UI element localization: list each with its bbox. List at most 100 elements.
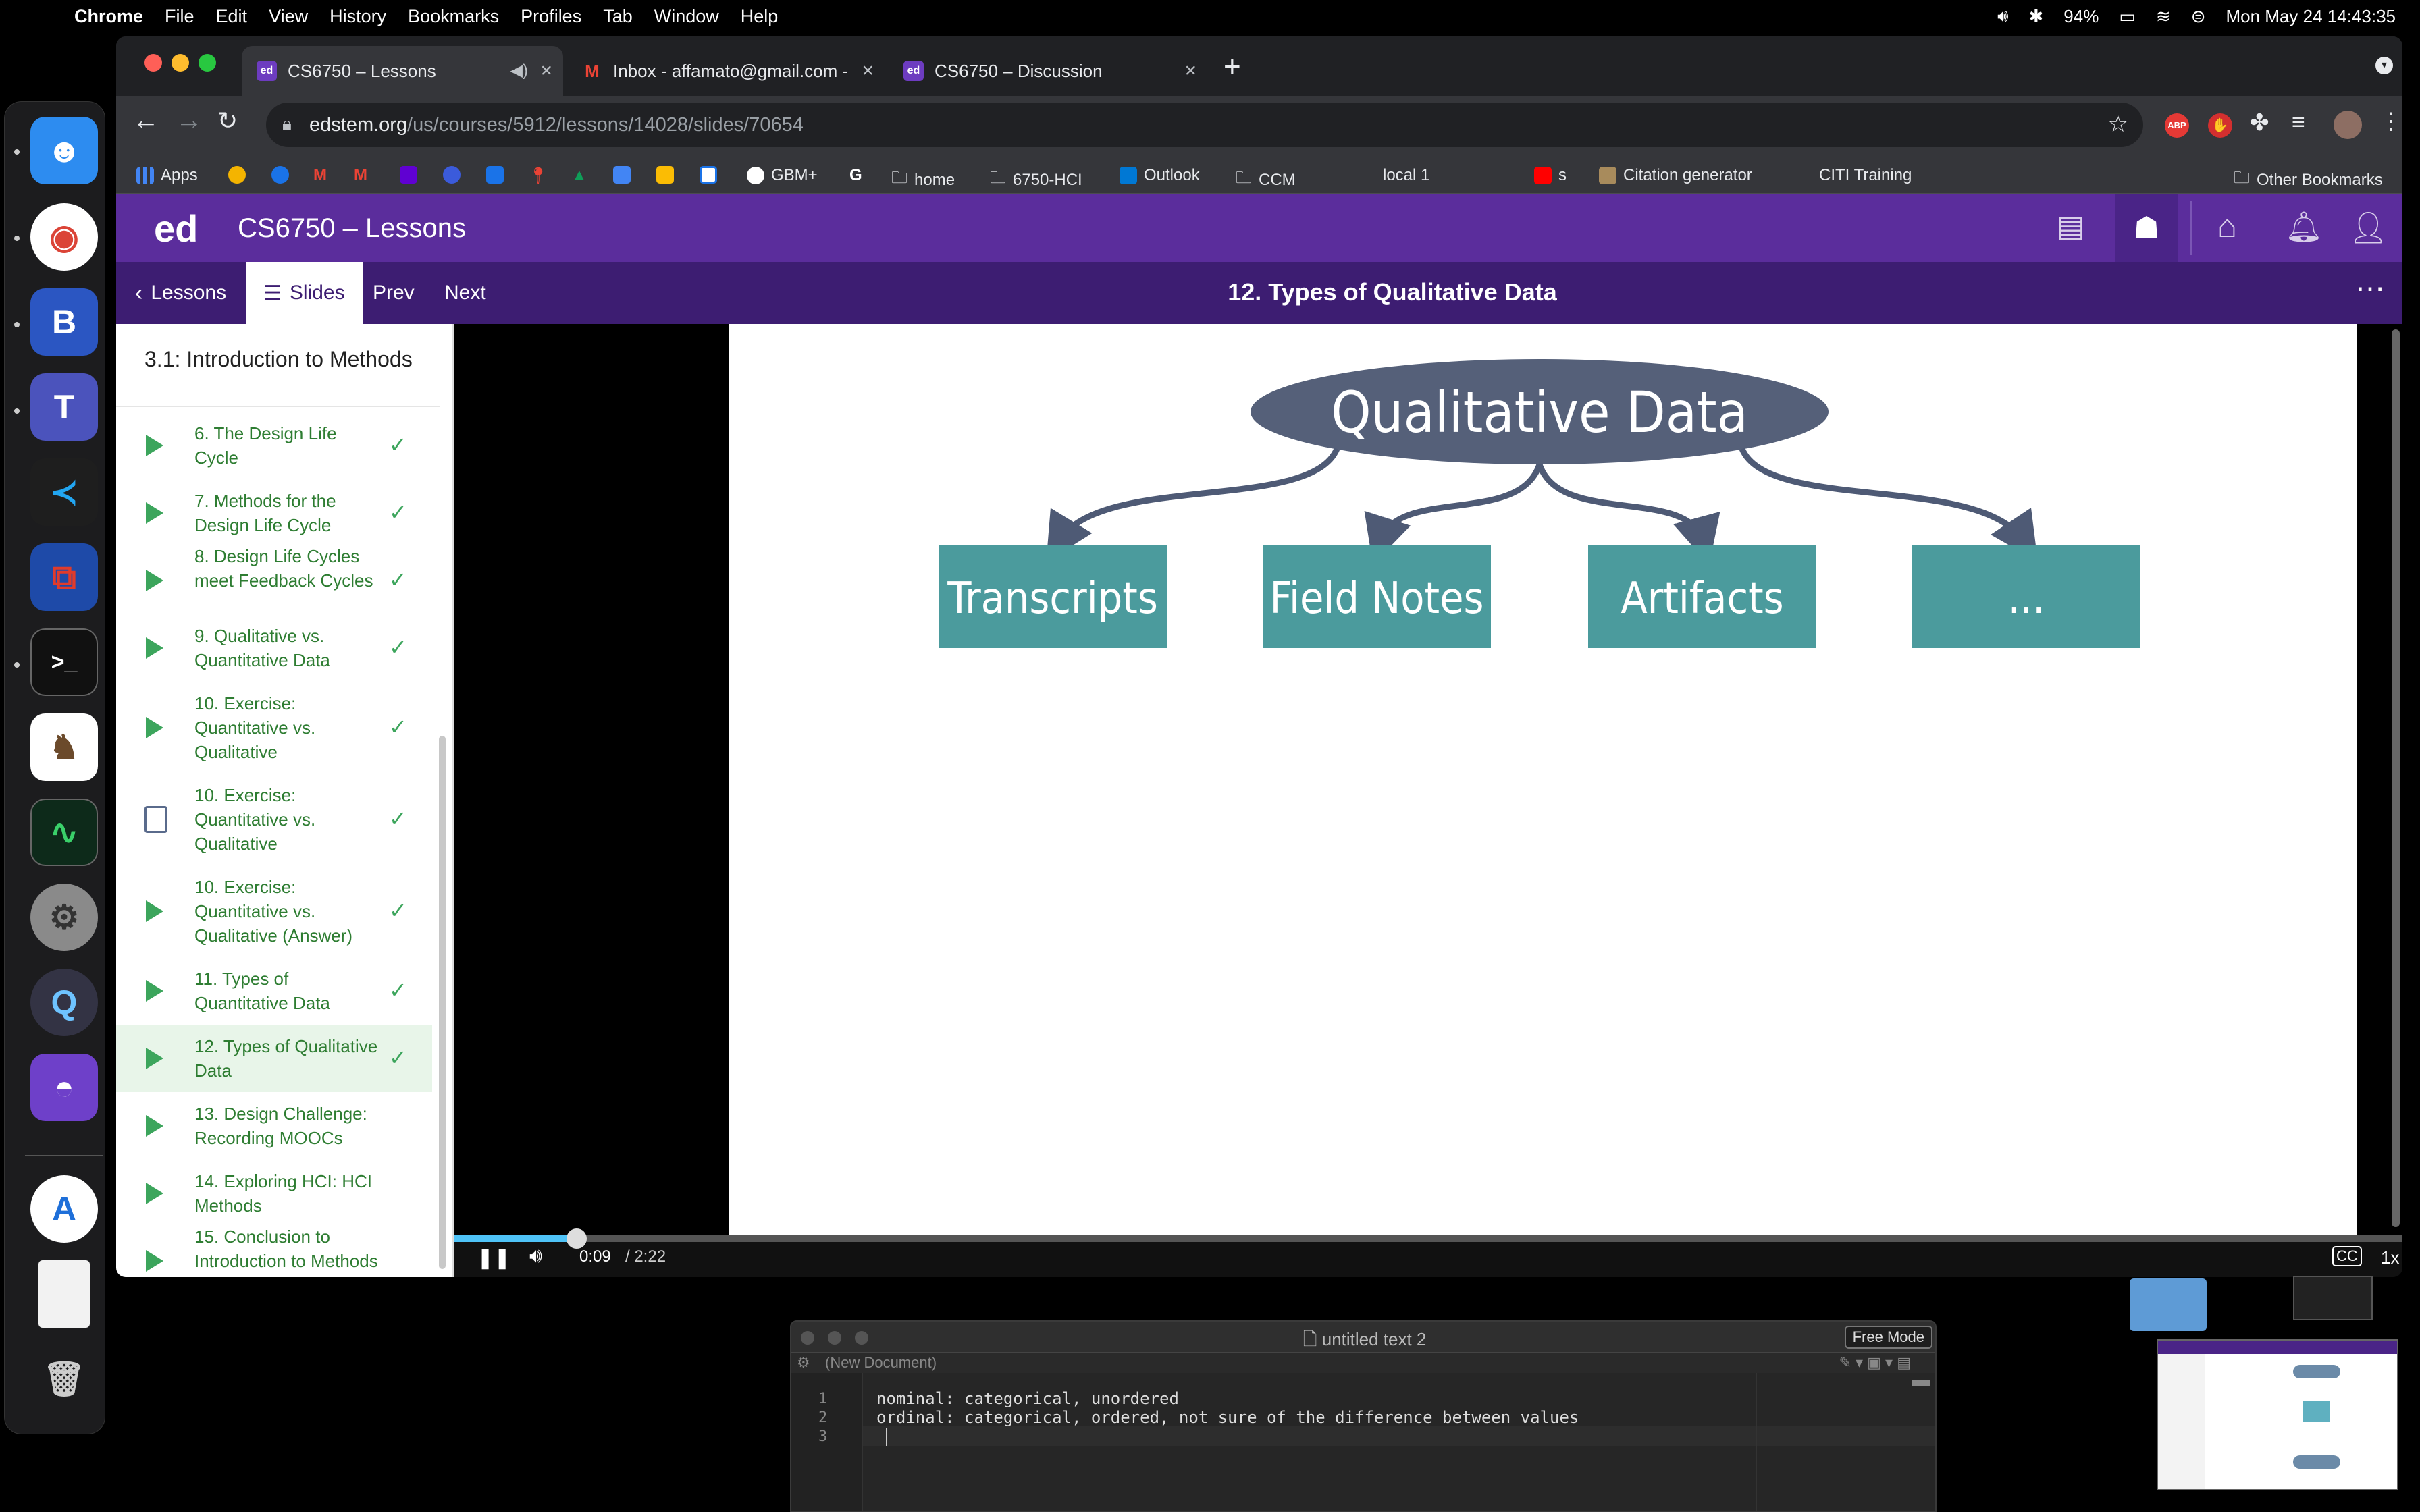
menu-tab[interactable]: Tab <box>603 5 633 26</box>
slide-list-item[interactable]: 10. Exercise: Quantitative vs. Qualitati… <box>116 774 432 865</box>
screenshot-thumbnail[interactable] <box>2157 1339 2398 1490</box>
prev-slide-button[interactable]: Prev <box>373 281 415 304</box>
slide-list-item[interactable]: 14. Exploring HCI: HCI Methods <box>116 1160 432 1227</box>
bookmark-gbm[interactable]: GBM+ <box>747 166 818 185</box>
reload-icon[interactable]: ↻ <box>217 107 238 134</box>
bookmark-citation-generator[interactable]: Citation generator <box>1599 166 1752 185</box>
adblock-icon[interactable]: ABP <box>2165 113 2189 138</box>
minimize-window-button[interactable] <box>172 54 189 72</box>
address-bar[interactable]: 🔒︎ edstem.org/us/courses/5912/lessons/14… <box>266 103 2143 147</box>
bookmark-6750-hci[interactable]: 🗀6750-HCI <box>990 166 1082 194</box>
menu-view[interactable]: View <box>269 5 309 26</box>
video-player[interactable]: Qualitative Data Transcripts Field Notes… <box>454 324 2402 1277</box>
playback-speed[interactable]: 1x <box>2381 1247 2400 1268</box>
bbedit-icon[interactable]: B <box>30 288 98 356</box>
ed-logo[interactable]: ed <box>154 207 199 250</box>
teams-icon[interactable]: T <box>30 373 98 441</box>
back-icon[interactable]: ← <box>132 105 159 135</box>
bookmark-star-icon[interactable]: ☆ <box>2107 111 2128 137</box>
battery-icon[interactable]: ▭ <box>2119 5 2136 26</box>
slides-bookmark-icon[interactable] <box>700 166 717 184</box>
captions-icon[interactable]: CC <box>2332 1246 2362 1266</box>
tab-close-icon[interactable]: × <box>1184 59 1196 82</box>
slides-toggle-button[interactable]: ☰ Slides <box>246 262 363 324</box>
app-store-downloads-icon[interactable]: A <box>30 1175 98 1243</box>
back-to-lessons-button[interactable]: ‹ Lessons <box>135 262 226 324</box>
cyberduck-icon[interactable]: ♞ <box>30 713 98 781</box>
sidebar-scrollbar[interactable] <box>439 736 446 1269</box>
window-thumbnail[interactable] <box>2130 1278 2207 1331</box>
extensions-puzzle-icon[interactable]: ✤ <box>2250 110 2269 136</box>
zoom-window-button[interactable] <box>199 54 216 72</box>
terminal-icon[interactable]: >_ <box>30 628 98 696</box>
slide-list-item[interactable]: 13. Design Challenge: Recording MOOCs <box>116 1092 432 1160</box>
menu-edit[interactable]: Edit <box>215 5 248 26</box>
bookmark-citi-training[interactable]: CITI Training <box>1810 166 1912 185</box>
chat-bookmark-icon[interactable] <box>443 166 461 184</box>
gear-icon[interactable]: ⚙ <box>797 1354 810 1371</box>
bookmark-s[interactable]: s <box>1534 166 1567 185</box>
document-icon[interactable] <box>38 1260 90 1328</box>
slide-list-item[interactable]: 7. Methods for the Design Life Cycle✓ <box>116 479 432 547</box>
slide-list-item[interactable]: 8. Design Life Cycles meet Feedback Cycl… <box>116 546 432 614</box>
github-desktop-icon[interactable]: ◓ <box>30 1054 98 1121</box>
yahoo-bookmark-icon[interactable] <box>400 166 417 184</box>
notifications-bell-icon[interactable]: 🔔︎ <box>2285 211 2323 244</box>
menu-app-name[interactable]: Chrome <box>74 5 144 26</box>
wifi-icon[interactable]: ≋ <box>2155 5 2171 26</box>
pinwheel-bookmark-icon[interactable] <box>228 166 246 184</box>
menu-help[interactable]: Help <box>740 5 779 26</box>
pause-icon[interactable]: ❚❚ <box>477 1247 511 1269</box>
battery-percent[interactable]: 94% <box>2063 5 2099 26</box>
bookmark-apps[interactable]: Apps <box>136 166 198 185</box>
home-icon[interactable]: ⌂ <box>2217 209 2237 244</box>
bookmark-home[interactable]: 🗀home <box>891 166 955 194</box>
user-profile-icon[interactable]: 👤︎ <box>2348 210 2388 245</box>
bookmark-local-1[interactable]: local 1 <box>1359 166 1429 185</box>
slide-list-item[interactable]: 10. Exercise: Quantitative vs. Qualitati… <box>116 682 432 774</box>
slide-scrollbar[interactable] <box>2392 329 2400 1227</box>
reading-list-icon[interactable]: ≡ <box>2292 109 2305 135</box>
window-thumbnail[interactable] <box>2293 1276 2373 1320</box>
more-options-icon[interactable]: ⋯ <box>2355 272 2385 305</box>
slide-list-item[interactable]: 10. Exercise: Quantitative vs. Qualitati… <box>116 865 432 957</box>
bookmark-ccm[interactable]: 🗀CCM <box>1236 166 1296 194</box>
trash-icon[interactable]: 🗑︎ <box>43 1359 86 1398</box>
lock-icon[interactable]: 🔒︎ <box>282 113 292 134</box>
close-window-button[interactable] <box>801 1331 814 1345</box>
tab-audio-icon[interactable]: ◀︎) <box>510 61 528 80</box>
slide-list-item[interactable]: 11. Types of Quantitative Data✓ <box>116 957 432 1025</box>
text-line-2[interactable]: ordinal: categorical, ordered, not sure … <box>876 1408 1579 1427</box>
tab-gmail-inbox[interactable]: M Inbox - affamato@gmail.com - × <box>567 46 885 96</box>
chrome-menu-icon[interactable]: ⋮ <box>2379 109 2402 134</box>
clock[interactable]: Mon May 24 14:43:35 <box>2226 5 2396 26</box>
keep-bookmark-icon[interactable] <box>656 166 674 184</box>
toolbar-icons[interactable]: ✎ ▾ ▣ ▾ ▤ <box>1839 1354 1911 1371</box>
editor-scrollbar[interactable] <box>1912 1380 1930 1386</box>
slide-list-item[interactable]: 6. The Design Life Cycle✓ <box>116 412 432 479</box>
menu-bookmarks[interactable]: Bookmarks <box>408 5 500 26</box>
volume-icon[interactable]: 🔊︎ <box>1997 5 2009 26</box>
quicktime-icon[interactable]: Q <box>30 969 98 1036</box>
progress-scrubber[interactable] <box>567 1228 587 1249</box>
gmail-bookmark-icon[interactable]: M <box>313 166 327 184</box>
free-mode-button[interactable]: Free Mode <box>1844 1326 1932 1349</box>
progress-track[interactable] <box>454 1235 2402 1242</box>
close-window-button[interactable] <box>144 54 162 72</box>
activity-monitor-icon[interactable]: ∿ <box>30 799 98 866</box>
menu-file[interactable]: File <box>165 5 194 26</box>
bookmark-outlook[interactable]: Outlook <box>1120 166 1200 185</box>
google-bookmark-icon[interactable]: G <box>849 166 862 184</box>
bluetooth-icon[interactable]: ✱ <box>2028 5 2044 26</box>
profile-avatar[interactable] <box>2334 111 2362 139</box>
document-selector[interactable]: (New Document) <box>825 1354 937 1371</box>
new-tab-icon[interactable]: + <box>1224 50 1241 83</box>
bookmark-other-bookmarks[interactable]: 🗀Other Bookmarks <box>2234 166 2383 194</box>
finder-icon[interactable]: ☻ <box>30 117 98 184</box>
system-preferences-icon[interactable]: ⚙ <box>30 884 98 951</box>
extension-red-icon[interactable]: ✋ <box>2208 113 2232 138</box>
remote-desktop-icon[interactable]: ⧉ <box>30 543 98 611</box>
account-bookmark-icon[interactable] <box>271 166 289 184</box>
menu-window[interactable]: Window <box>654 5 719 26</box>
drive-bookmark-icon[interactable]: ▲ <box>571 166 587 184</box>
